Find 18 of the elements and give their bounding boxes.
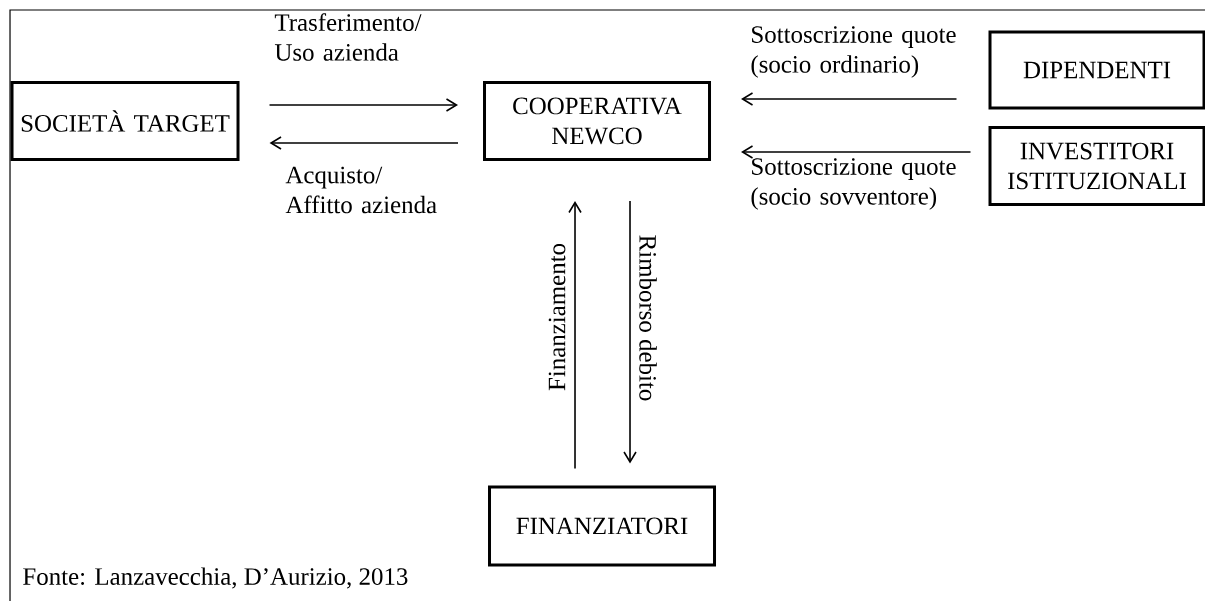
entity-box: FINANZIATORI [488, 485, 716, 567]
edge-label: Rimborso debito [639, 235, 657, 401]
edge-label: Sottoscrizione quote (socio ordinario) [751, 26, 956, 78]
edge-label: Trasferimento/ Uso azienda [274, 13, 422, 61]
arrow [269, 136, 459, 150]
source-note: Fonte: Lanzavecchia, D’Aurizio, 2013 [23, 567, 408, 589]
edge-label: Sottoscrizione quote (socio sovventore) [751, 158, 956, 210]
entity-box: INVESTITORI ISTITUZIONALI [988, 126, 1205, 206]
entity-box: SOCIETÀ TARGET [10, 81, 240, 161]
entity-box: COOPERATIVA NEWCO [483, 81, 711, 161]
arrow [741, 145, 972, 159]
edge-label: Acquisto/ Affitto azienda [285, 166, 437, 214]
arrow [568, 201, 582, 470]
arrow [268, 98, 458, 112]
entity-box: DIPENDENTI [988, 30, 1205, 110]
arrow [623, 200, 637, 464]
edge-label: Finanziamento [548, 243, 566, 391]
arrow [741, 92, 958, 106]
